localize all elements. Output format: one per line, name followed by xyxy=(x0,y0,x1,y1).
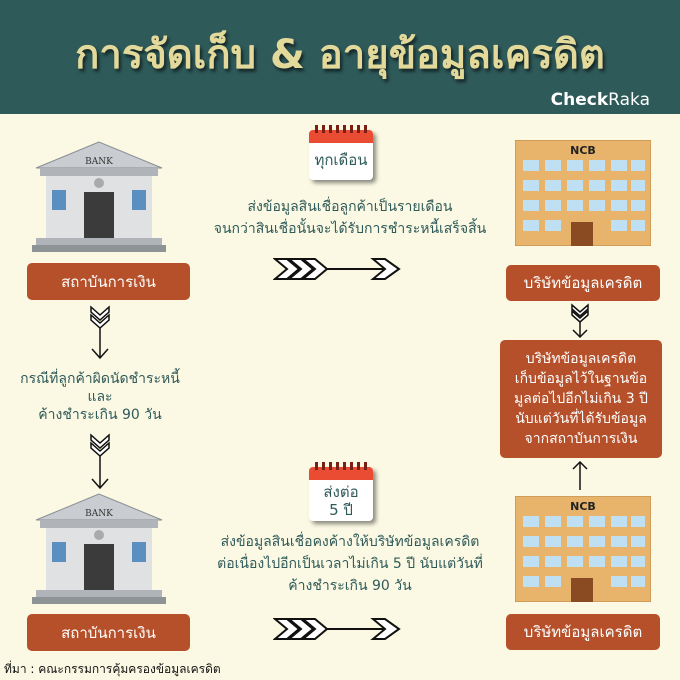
storage-line3: มูลต่อไปอีกไม่เกิน 3 ปี xyxy=(514,391,648,407)
ncb-building-icon: NCB xyxy=(515,140,651,246)
source-note: ที่มา : คณะกรรมการคุ้มครองข้อมูลเครดิต xyxy=(4,662,221,676)
calendar-icon-5-years: ส่งต่อ 5 ปี xyxy=(309,462,373,521)
page-title: การจัดเก็บ & อายุข้อมูลเครดิต xyxy=(75,32,605,78)
bank-label: BANK xyxy=(85,509,113,519)
storage-line4: นับแต่วันที่ได้รับข้อมูล xyxy=(515,411,647,427)
ncb-label: NCB xyxy=(570,144,596,157)
step2-line2: ต่อเนื่องไปอีกเป็นเวลาไม่เกิน 5 ปี นับแต… xyxy=(217,556,483,572)
arrow-down-icon xyxy=(571,303,589,339)
calendar-label: ทุกเดือน xyxy=(314,151,368,169)
header: การจัดเก็บ & อายุข้อมูลเครดิต CheckRaka xyxy=(0,0,680,114)
arrow-down-icon xyxy=(90,433,110,490)
condition-line3: ค้างชำระเกิน 90 วัน xyxy=(38,407,162,423)
arrow-right-icon xyxy=(273,258,401,280)
arrow-down-icon xyxy=(90,305,110,360)
storage-line5: จากสถาบันการเงิน xyxy=(524,431,638,447)
calendar-icon-monthly: ทุกเดือน xyxy=(309,125,373,180)
storage-line2: เก็บข้อมูลไว้ในฐานข้อ xyxy=(514,371,648,387)
brand-bold: Check xyxy=(550,90,609,110)
credit-bureau-box-top: บริษัทข้อมูลเครดิต xyxy=(506,265,660,301)
bank-icon: BANK xyxy=(32,141,166,252)
step1-line1: ส่งข้อมูลสินเชื่อลูกค้าเป็นรายเดือน xyxy=(247,199,453,215)
calendar-label-line2: 5 ปี xyxy=(329,501,353,519)
condition-line2: และ xyxy=(87,389,113,405)
ncb-building-icon: NCB xyxy=(515,496,651,602)
arrow-up-icon xyxy=(572,460,588,490)
bank-label: BANK xyxy=(85,157,113,167)
step1-description: ส่งข้อมูลสินเชื่อลูกค้าเป็นรายเดือน จนกว… xyxy=(190,196,510,240)
calendar-label-line1: ส่งต่อ xyxy=(323,483,359,501)
step2-line3: ค้างชำระเกิน 90 วัน xyxy=(288,578,412,594)
credit-bureau-box-bottom: บริษัทข้อมูลเครดิต xyxy=(506,614,660,650)
brand-light: Raka xyxy=(608,90,650,110)
step2-line1: ส่งข้อมูลสินเชื่อคงค้างให้บริษัทข้อมูลเค… xyxy=(220,534,480,550)
condition-line1: กรณีที่ลูกค้าผิดนัดชำระหนี้ xyxy=(20,371,180,387)
ncb-label: NCB xyxy=(570,500,596,513)
arrow-right-icon xyxy=(273,618,401,640)
storage-line1: บริษัทข้อมูลเครดิต xyxy=(525,351,637,367)
financial-institution-box-top: สถาบันการเงิน xyxy=(27,263,190,300)
step2-description: ส่งข้อมูลสินเชื่อคงค้างให้บริษัทข้อมูลเค… xyxy=(190,531,510,597)
step1-line2: จนกว่าสินเชื่อนั้นจะได้รับการชำระหนี้เสร… xyxy=(213,221,487,237)
bank-icon: BANK xyxy=(32,493,166,604)
storage-info-box: บริษัทข้อมูลเครดิต เก็บข้อมูลไว้ในฐานข้อ… xyxy=(500,340,662,458)
condition-text: กรณีที่ลูกค้าผิดนัดชำระหนี้ และ ค้างชำระ… xyxy=(0,370,200,424)
financial-institution-box-bottom: สถาบันการเงิน xyxy=(27,614,190,651)
brand-logo: CheckRaka xyxy=(551,90,650,110)
